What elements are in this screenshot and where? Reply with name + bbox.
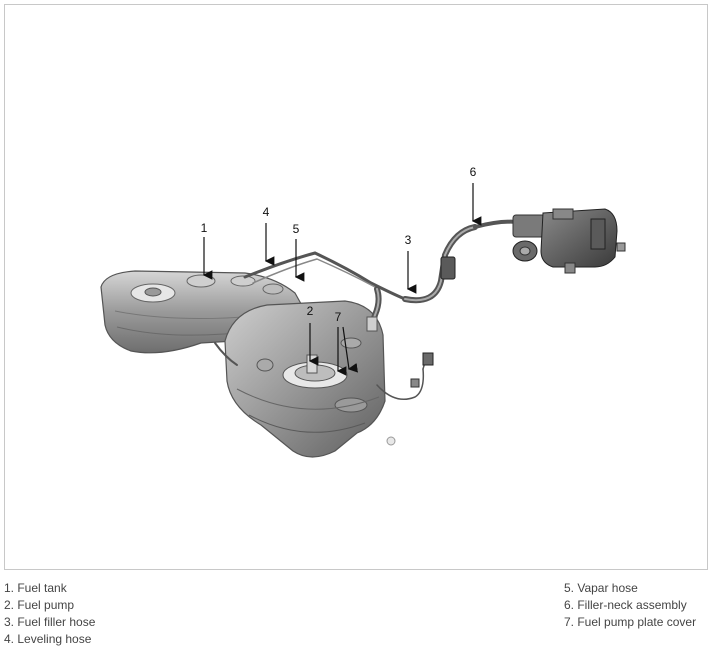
legend-item: 3. Fuel filler hose xyxy=(4,615,96,629)
legend-item: 6. Filler-neck assembly xyxy=(564,598,687,612)
callout-number: 1 xyxy=(201,221,208,235)
legend-left-column: 1. Fuel tank 2. Fuel pump 3. Fuel filler… xyxy=(4,580,95,648)
callout-number: 4 xyxy=(263,205,270,219)
filler-neck-assembly xyxy=(440,208,626,280)
callout-number: 3 xyxy=(405,233,412,247)
callout-leaders xyxy=(202,183,482,376)
legend-item: 5. Vapar hose xyxy=(564,581,638,595)
fuel-system-illustration: 1 2 3 4 5 6 7 xyxy=(100,165,626,458)
callout-number: 6 xyxy=(470,165,477,179)
fuel-tank-right-lobe xyxy=(224,300,386,458)
legend-item: 1. Fuel tank xyxy=(4,581,67,595)
callout-number: 5 xyxy=(293,222,300,236)
legend-item: 7. Fuel pump plate cover xyxy=(564,615,697,629)
callout-number: 7 xyxy=(335,310,342,324)
legend-item: 4. Leveling hose xyxy=(4,632,92,646)
legend-item: 2. Fuel pump xyxy=(4,598,75,612)
diagram-frame: 1 2 3 4 5 6 7 xyxy=(4,4,708,570)
callout-number: 2 xyxy=(307,304,314,318)
connector-pieces xyxy=(366,316,434,446)
legend-right-column: 5. Vapar hose 6. Filler-neck assembly 7.… xyxy=(564,580,696,631)
